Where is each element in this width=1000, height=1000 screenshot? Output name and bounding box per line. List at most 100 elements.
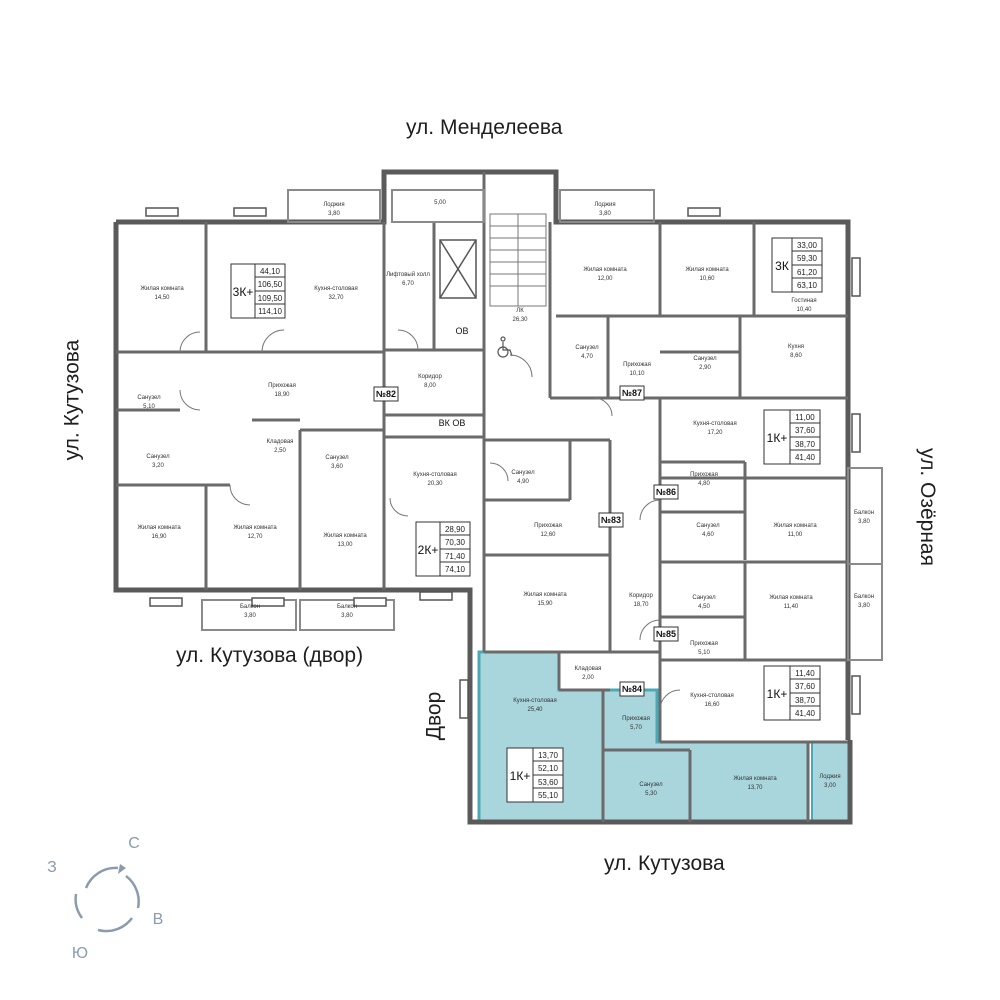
- doors: [179, 329, 681, 711]
- street-yard-label: ул. Кутузова (двор): [176, 644, 364, 667]
- svg-text:59,30: 59,30: [797, 254, 818, 263]
- room-name: Жилая комната: [583, 267, 627, 273]
- svg-text:1К+: 1К+: [510, 769, 531, 783]
- room-area: 2,90: [699, 365, 711, 371]
- yard-label: Двор: [422, 691, 446, 741]
- room-area: 4,80: [698, 481, 710, 487]
- room-area: 4,60: [702, 532, 714, 538]
- room-area: 12,70: [247, 534, 263, 540]
- svg-text:2К+: 2К+: [418, 543, 439, 557]
- room-name: Гостиная: [791, 298, 816, 304]
- apartment-numbers: №82 №87 №86 №83 №85 №84: [373, 385, 679, 697]
- room-area: 3,80: [858, 603, 870, 609]
- room-area: 10,40: [796, 307, 812, 313]
- room-name: Прихожая: [623, 362, 651, 368]
- badge-1k-85: 1К+ 11,40 37,60 38,70 41,40: [763, 665, 821, 721]
- street-east-label: ул. Озёрная: [915, 448, 939, 566]
- apartment-number[interactable]: №85: [656, 629, 676, 639]
- room-name: Кухня-столовая: [693, 421, 737, 427]
- svg-text:3К: 3К: [775, 259, 789, 273]
- wheelchair-icon: [497, 336, 513, 358]
- room-area: 4,70: [581, 354, 593, 360]
- svg-text:1К+: 1К+: [767, 431, 788, 445]
- room-area: 11,00: [788, 532, 803, 538]
- apartment-number[interactable]: №87: [622, 388, 642, 398]
- room-area: 13,00: [337, 542, 353, 548]
- room-area: 16,60: [704, 702, 720, 708]
- svg-text:41,40: 41,40: [795, 453, 816, 462]
- compass-west: З: [47, 859, 57, 876]
- room-name: Кладовая: [267, 439, 294, 445]
- room-area: 3,80: [858, 519, 870, 525]
- room-area: 32,70: [328, 295, 344, 301]
- room-name: Санузел: [137, 395, 161, 401]
- svg-text:53,60: 53,60: [538, 778, 559, 787]
- svg-text:71,40: 71,40: [445, 552, 466, 561]
- room-area: 2,00: [582, 675, 594, 681]
- room-name: Санузел: [325, 455, 349, 461]
- room-name: Лоджия: [594, 202, 615, 208]
- plumbing-ventilation-tag: ВК ОВ: [439, 418, 466, 428]
- svg-text:11,40: 11,40: [795, 669, 815, 678]
- room-name: Прихожая: [534, 523, 562, 529]
- room-name: Коридор: [418, 374, 442, 380]
- balconies: [201, 189, 883, 661]
- apartment-number[interactable]: №83: [601, 515, 621, 525]
- room-area: 15,90: [537, 601, 553, 607]
- room-name: Жилая комната: [769, 595, 813, 601]
- room-area: 6,70: [402, 281, 414, 287]
- room-area: 3,00: [824, 783, 836, 789]
- room-name: Санузел: [696, 523, 720, 529]
- apartment-number[interactable]: №82: [376, 389, 396, 399]
- interior-walls: [116, 172, 848, 822]
- room-name: Жилая комната: [137, 525, 181, 531]
- room-name: Прихожая: [622, 716, 650, 722]
- room-area: 4,50: [698, 604, 710, 610]
- room-name: Прихожая: [268, 383, 296, 389]
- room-name: Санузел: [575, 345, 599, 351]
- room-name: Лифтовый холл: [386, 271, 430, 278]
- compass-south: Ю: [72, 945, 88, 962]
- staircase: [489, 213, 547, 307]
- svg-text:70,30: 70,30: [445, 538, 466, 547]
- badge-3k-left: 3К+ 44,10 106,50 109,50 114,10: [230, 263, 286, 319]
- room-name: Жилая комната: [773, 523, 817, 529]
- room-area: 5,30: [645, 791, 657, 797]
- room-area: 20,30: [427, 481, 443, 487]
- apartment-number[interactable]: №86: [656, 487, 676, 497]
- svg-text:37,60: 37,60: [795, 426, 816, 435]
- svg-text:55,10: 55,10: [538, 791, 559, 800]
- badge-1k-selected: 1К+ 13,70 52,10 53,60 55,10: [506, 747, 564, 803]
- room-area: 5,70: [630, 725, 642, 731]
- apartment-number[interactable]: №84: [622, 684, 642, 694]
- svg-text:41,40: 41,40: [795, 709, 816, 718]
- street-north-label: ул. Менделеева: [406, 116, 563, 139]
- room-name: Жилая комната: [733, 776, 777, 782]
- room-area: 11,40: [784, 604, 799, 610]
- svg-text:38,70: 38,70: [795, 696, 816, 705]
- room-area: 16,90: [151, 534, 167, 540]
- room-area: 8,60: [790, 353, 802, 359]
- room-area: 3,20: [152, 463, 164, 469]
- street-west-label: ул. Кутузова: [60, 339, 84, 461]
- svg-text:28,90: 28,90: [445, 525, 466, 534]
- svg-text:13,70: 13,70: [538, 751, 559, 760]
- room-name: Балкон: [337, 604, 357, 610]
- room-name: Балкон: [854, 510, 874, 516]
- room-area: 12,60: [540, 532, 556, 538]
- compass-icon: [74, 864, 140, 933]
- room-name: Прихожая: [690, 472, 718, 478]
- room-name: Кухня-столовая: [413, 472, 457, 478]
- room-name: Санузел: [511, 470, 535, 476]
- room-area: 18,90: [274, 392, 290, 398]
- room-area: 12,00: [597, 276, 613, 282]
- room-area: 5,00: [434, 200, 446, 206]
- shaft-tags: ОВ ВК ОВ: [439, 326, 469, 428]
- badge-2k: 2К+ 28,90 70,30 71,40 74,10: [415, 521, 471, 577]
- room-name: Жилая комната: [523, 592, 567, 598]
- room-name: Лоджия: [323, 202, 344, 208]
- room-name: Коридор: [629, 593, 653, 599]
- room-name: Санузел: [692, 595, 716, 601]
- room-name: ЛК: [516, 308, 524, 314]
- room-area: 14,50: [154, 295, 170, 301]
